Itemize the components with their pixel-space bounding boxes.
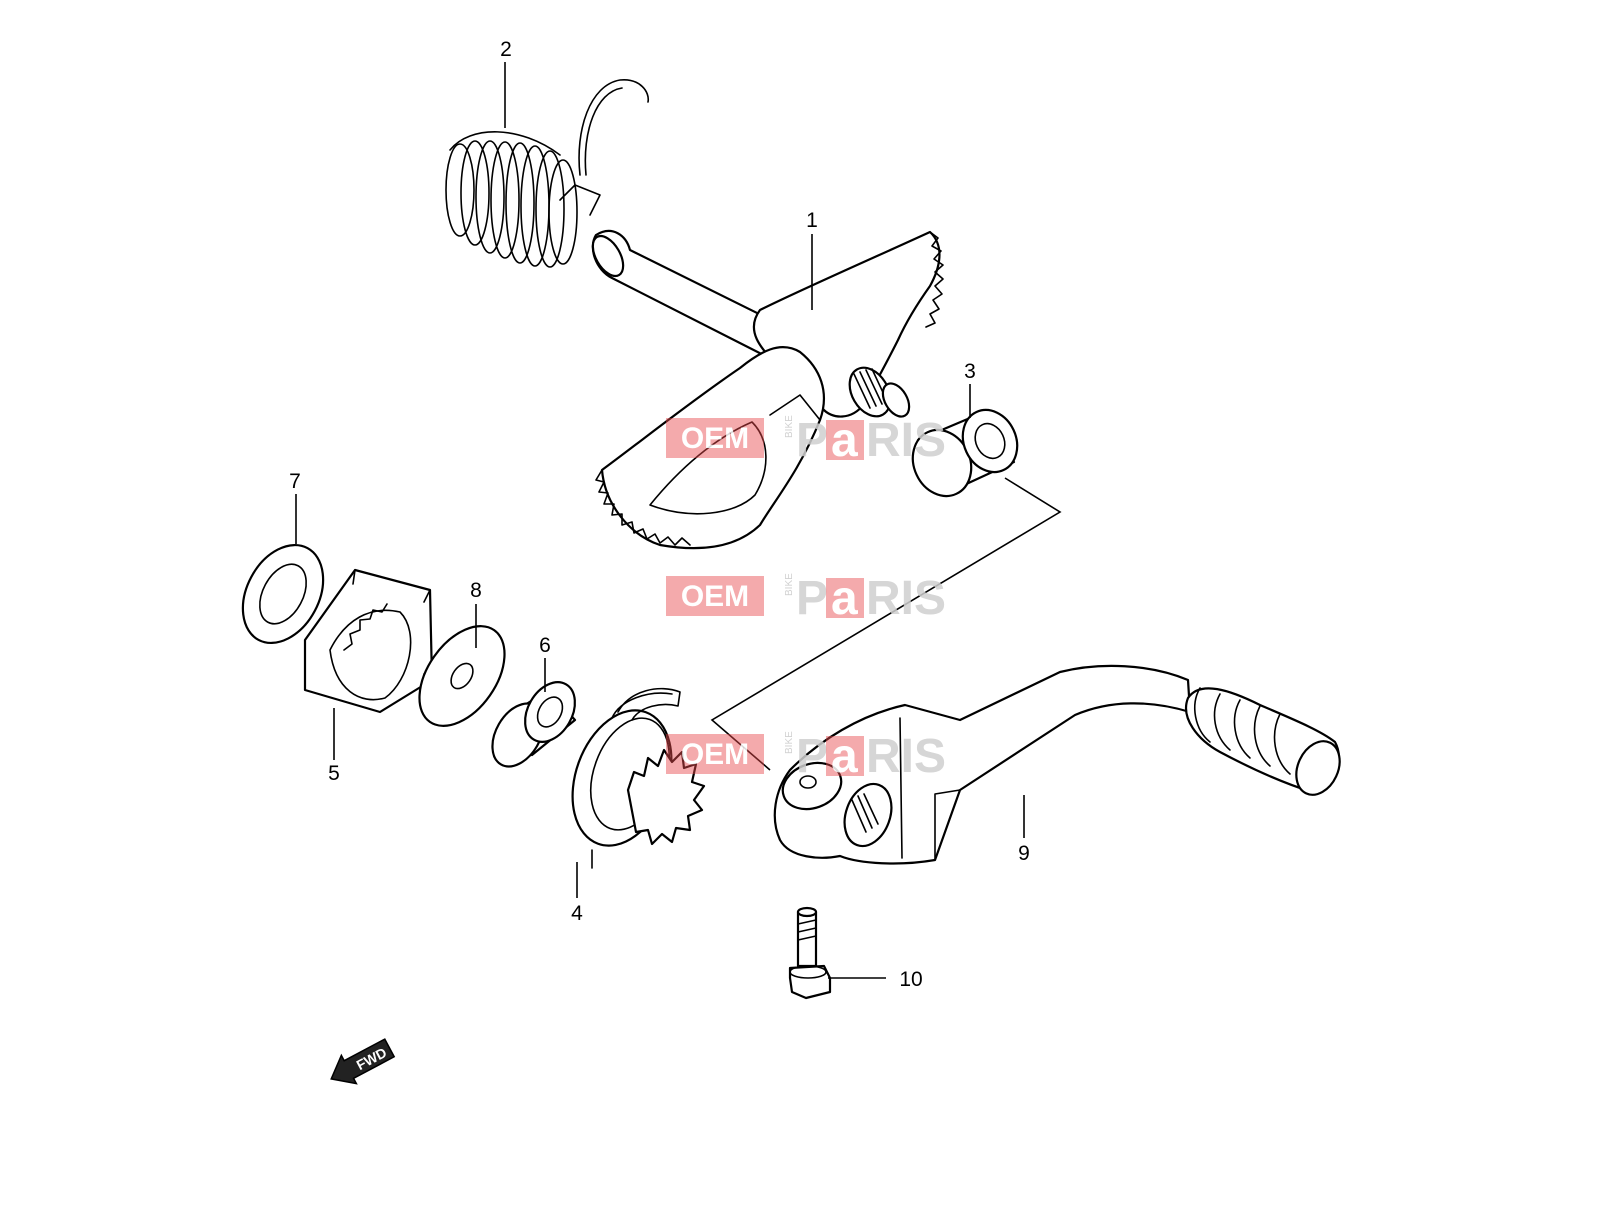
kick-lever-part-9 xyxy=(773,664,1341,865)
washer-part-7 xyxy=(241,543,325,645)
collar-part-6 xyxy=(491,681,577,768)
svg-text:BIKE: BIKE xyxy=(784,573,795,596)
svg-text:OEM: OEM xyxy=(681,738,749,771)
svg-text:OEM: OEM xyxy=(681,580,749,613)
spring-part-2 xyxy=(445,79,649,268)
assembly-lines xyxy=(710,477,1062,771)
svg-text:a: a xyxy=(831,730,858,783)
svg-text:P: P xyxy=(796,572,828,625)
callout-8: 8 xyxy=(470,579,482,602)
svg-text:RIS: RIS xyxy=(866,730,946,783)
callout-7: 7 xyxy=(289,470,301,493)
svg-text:a: a xyxy=(831,414,858,467)
fwd-arrow-icon: FWD xyxy=(330,1038,396,1085)
bolt-part-10 xyxy=(788,906,832,1000)
ratchet-guide-part-5 xyxy=(303,568,434,714)
svg-text:P: P xyxy=(796,730,828,783)
callout-1: 1 xyxy=(806,209,818,232)
callout-6: 6 xyxy=(539,634,551,657)
callout-5: 5 xyxy=(328,762,340,785)
callouts: 2 1 3 7 8 6 5 4 9 10 xyxy=(289,38,1030,991)
ratchet-part-4 xyxy=(571,687,706,869)
svg-text:P: P xyxy=(796,414,828,467)
watermark-logo-3: OEM BIKE P a RIS xyxy=(666,730,946,783)
callout-10: 10 xyxy=(899,968,922,991)
callout-9: 9 xyxy=(1018,842,1030,865)
leader-lines xyxy=(295,62,1025,979)
svg-text:BIKE: BIKE xyxy=(784,415,795,438)
svg-text:RIS: RIS xyxy=(866,414,946,467)
bushing-part-3 xyxy=(911,408,1019,498)
callout-2: 2 xyxy=(500,38,512,61)
svg-text:a: a xyxy=(831,572,858,625)
washer-part-8 xyxy=(418,625,506,727)
kick-shaft-part-1 xyxy=(591,229,944,550)
callout-4: 4 xyxy=(571,902,583,925)
svg-text:RIS: RIS xyxy=(866,572,946,625)
svg-text:BIKE: BIKE xyxy=(784,731,795,754)
callout-3: 3 xyxy=(964,360,976,383)
svg-text:OEM: OEM xyxy=(681,422,749,455)
watermark-logo-2: OEM BIKE P a RIS xyxy=(666,572,946,625)
watermark-logo-1: OEM BIKE P a RIS xyxy=(666,414,946,467)
